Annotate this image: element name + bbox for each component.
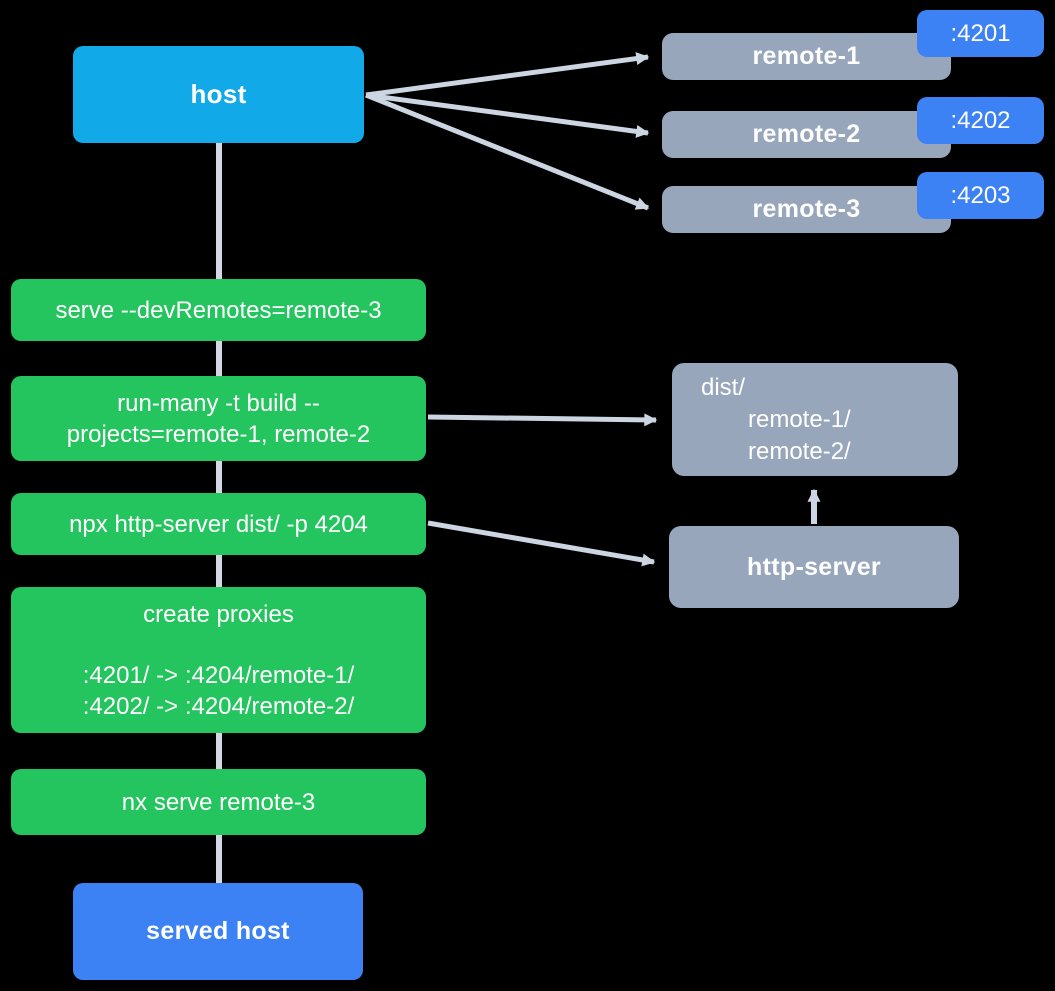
node-dist-folder: dist/ remote-1/ remote-2/ — [672, 363, 958, 476]
create-proxies-mapping-1: :4201/ -> :4204/remote-1/ — [82, 661, 355, 689]
served-host-label: served host — [146, 917, 290, 945]
node-command-run-many: run-many -t build -- projects=remote-1, … — [11, 376, 426, 461]
arrow-host-to-remote-1 — [365, 52, 650, 98]
node-remote-3: remote-3 — [662, 186, 951, 233]
node-http-server: http-server — [669, 526, 959, 608]
node-command-npx-http-server: npx http-server dist/ -p 4204 — [11, 493, 426, 555]
port-badge-4201-label: :4201 — [950, 19, 1011, 47]
node-served-host: served host — [73, 883, 363, 980]
node-command-serve: serve --devRemotes=remote-3 — [11, 279, 426, 341]
dist-folder-root: dist/ — [701, 373, 746, 401]
create-proxies-title: create proxies — [143, 600, 294, 628]
port-badge-4202: :4202 — [917, 97, 1044, 144]
arrow-npx-to-http-server — [427, 520, 656, 567]
node-command-nx-serve: nx serve remote-3 — [11, 769, 426, 835]
node-remote-1: remote-1 — [662, 33, 951, 80]
node-remote-2: remote-2 — [662, 111, 951, 158]
remote-3-label: remote-3 — [752, 195, 861, 223]
port-badge-4203: :4203 — [917, 172, 1044, 219]
remote-2-label: remote-2 — [752, 120, 861, 148]
command-serve-text: serve --devRemotes=remote-3 — [55, 296, 382, 324]
node-command-create-proxies: create proxies :4201/ -> :4204/remote-1/… — [11, 587, 426, 733]
remote-1-label: remote-1 — [752, 42, 861, 70]
port-badge-4203-label: :4203 — [950, 181, 1011, 209]
command-npx-text: npx http-server dist/ -p 4204 — [69, 510, 368, 538]
command-run-many-line1: run-many -t build -- — [117, 389, 320, 417]
create-proxies-mapping-2: :4202/ -> :4204/remote-2/ — [82, 692, 355, 720]
http-server-label: http-server — [747, 552, 881, 581]
host-label: host — [190, 79, 247, 109]
arrow-run-many-to-dist — [427, 413, 658, 427]
node-host: host — [73, 46, 364, 143]
arrow-host-to-remote-2 — [365, 92, 650, 138]
dist-folder-remote-1: remote-1/ — [748, 405, 851, 433]
port-badge-4201: :4201 — [917, 10, 1044, 57]
dist-folder-remote-2: remote-2/ — [748, 437, 851, 465]
port-badge-4202-label: :4202 — [950, 106, 1011, 134]
command-run-many-line2: projects=remote-1, remote-2 — [66, 420, 371, 448]
arrow-host-to-remote-3 — [365, 92, 650, 211]
command-nx-serve-text: nx serve remote-3 — [121, 788, 316, 816]
